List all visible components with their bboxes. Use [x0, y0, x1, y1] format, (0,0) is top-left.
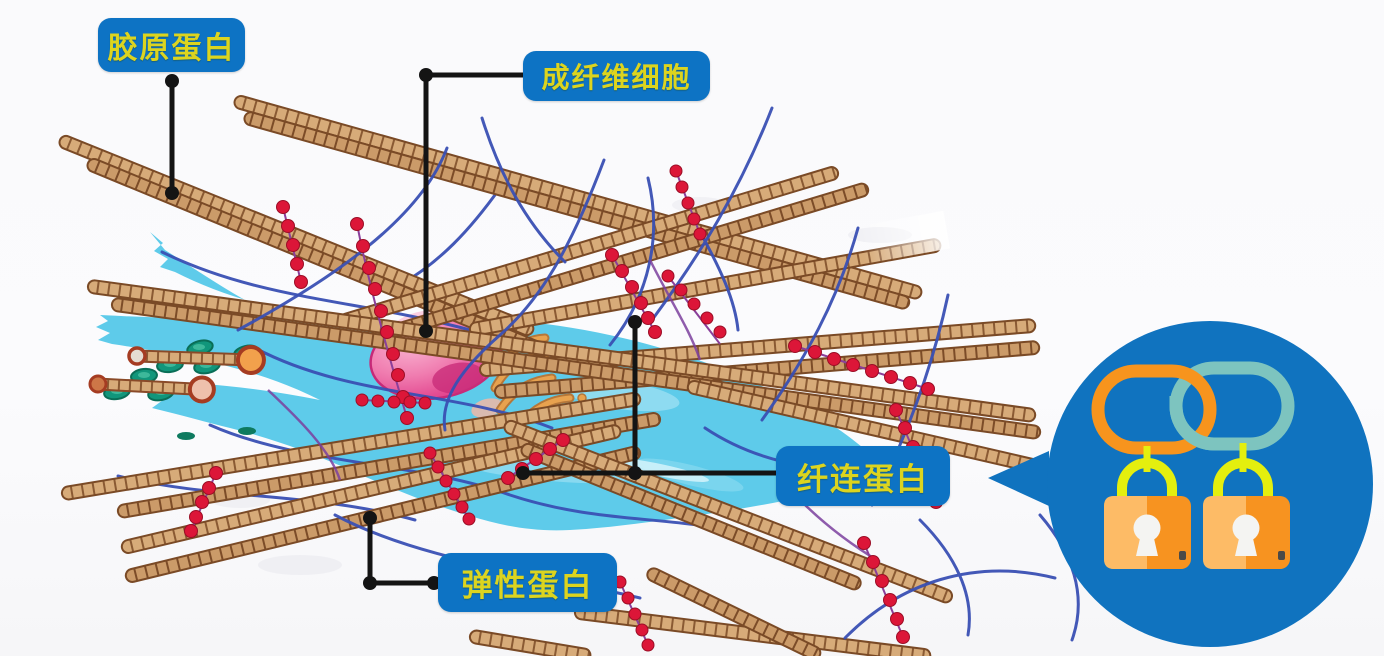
label-fibroblast: 成纤维细胞 [523, 51, 710, 101]
keyhole-icon [1232, 514, 1260, 556]
label-elastin: 弹性蛋白 [438, 553, 617, 612]
fibronectin-bead-chains [184, 164, 943, 652]
connector-collagen [165, 74, 179, 200]
connector-fibroblast [419, 68, 535, 338]
capped-collagen-rod [127, 344, 266, 375]
capped-collagen-rod [88, 374, 216, 404]
keyhole-icon [1133, 514, 1161, 556]
label-connectors [165, 68, 779, 590]
chain-link-orange-icon [1091, 364, 1217, 455]
chain-interlock-overlap [1169, 396, 1224, 451]
padlock-icon [1203, 458, 1290, 569]
badge-pointer [988, 451, 1049, 506]
label-collagen: 胶原蛋白 [98, 18, 245, 72]
collagen-fibers [58, 95, 1043, 656]
fiber-fade-overlay [858, 210, 951, 264]
fibronectin-link-badge [988, 321, 1373, 647]
connector-fibronectin [516, 315, 779, 480]
padlock-icon [1104, 458, 1191, 569]
connector-elastin [363, 511, 441, 590]
label-fibronectin: 纤连蛋白 [776, 446, 950, 506]
